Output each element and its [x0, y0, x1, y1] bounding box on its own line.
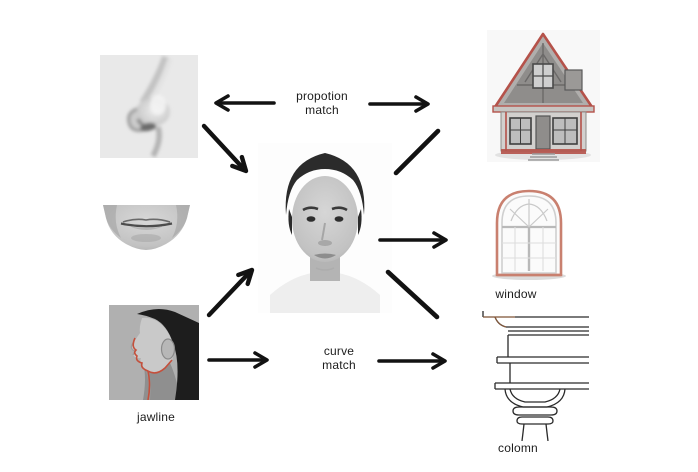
window-image: [489, 183, 569, 286]
proportion-match-line2: match: [305, 103, 339, 117]
window-icon: [492, 189, 566, 280]
mouth-image: [95, 205, 198, 250]
face-icon: [258, 143, 392, 313]
jawline-image: [109, 305, 199, 400]
curve-match-line2: match: [322, 358, 356, 372]
nose-image: [100, 55, 198, 158]
window-caption: window: [495, 287, 537, 301]
line-face-to-column: [383, 268, 441, 322]
proportion-match-line1: propotion: [296, 89, 348, 103]
column-caption: colomn: [498, 441, 538, 455]
jawline-caption: jawline: [136, 410, 176, 424]
line-face-to-house: [392, 127, 442, 177]
house-icon: [487, 30, 600, 162]
column-image: [481, 311, 591, 441]
arrow-face-to-window: [378, 230, 450, 250]
arrow-curve-to-column: [377, 351, 449, 371]
house-image: [487, 30, 600, 162]
arrow-jawline-to-curve: [207, 350, 271, 370]
curve-match-line1: curve: [323, 344, 355, 358]
arrow-jawline-to-face: [204, 263, 260, 321]
curve-match-label: curve match: [294, 344, 384, 372]
mouth-icon: [103, 205, 190, 250]
proportion-match-label: propotion match: [277, 89, 367, 117]
face-image: [258, 143, 392, 313]
nose-icon: [100, 55, 198, 158]
arrow-proportion-to-house: [368, 94, 432, 114]
arrow-proportion-to-nose: [212, 93, 276, 113]
arrow-nose-to-face: [200, 121, 254, 179]
column-icon: [482, 311, 589, 441]
jawline-icon: [109, 305, 199, 400]
